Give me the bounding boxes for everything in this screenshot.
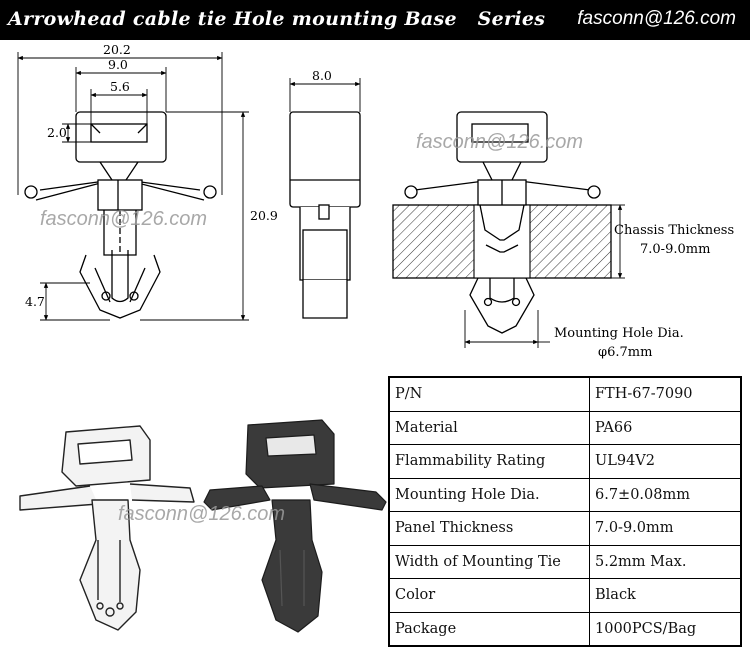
spec-value: UL94V2	[589, 444, 742, 479]
spec-key: Material	[388, 410, 590, 445]
watermark-3: fasconn@126.com	[118, 503, 286, 525]
spec-key: P/N	[388, 376, 590, 412]
spec-value: 5.2mm Max.	[589, 544, 742, 579]
side-dimensions	[289, 78, 361, 112]
spec-key: Mounting Hole Dia.	[388, 477, 590, 512]
label-mounting-hole-value: φ6.7mm	[598, 345, 652, 360]
section-view	[392, 111, 612, 334]
spec-key: Panel Thickness	[388, 511, 590, 546]
table-row: Panel Thickness 7.0-9.0mm	[388, 511, 742, 546]
front-dimensions	[17, 52, 249, 321]
spec-value: 6.7±0.08mm	[589, 477, 742, 512]
spec-value: Black	[589, 578, 742, 613]
table-row: Color Black	[388, 578, 742, 613]
spec-value: FTH-67-7090	[589, 376, 742, 412]
table-row: Flammability Rating UL94V2	[388, 444, 742, 479]
page-title: Arrowhead cable tie Hole mounting Base S…	[8, 8, 546, 30]
photo-black-part	[203, 419, 387, 633]
spec-key: Width of Mounting Tie	[388, 544, 590, 579]
watermark-1: fasconn@126.com	[416, 131, 584, 153]
section-dimensions	[464, 204, 625, 348]
dim-width-total: 20.2	[103, 42, 131, 57]
table-row: P/N FTH-67-7090	[388, 376, 742, 412]
spec-key: Color	[388, 578, 590, 613]
spec-table: P/N FTH-67-7090 Material PA66 Flammabili…	[388, 376, 742, 647]
dim-width-slot-inner: 5.6	[110, 79, 130, 94]
spec-key: Flammability Rating	[388, 444, 590, 479]
label-mounting-hole: Mounting Hole Dia.	[554, 326, 684, 341]
watermark-2: fasconn@126.com	[40, 208, 208, 230]
table-row: Mounting Hole Dia. 6.7±0.08mm	[388, 477, 742, 512]
spec-value: PA66	[589, 410, 742, 445]
photo-white-part	[19, 425, 195, 631]
spec-value: 1000PCS/Bag	[589, 611, 742, 647]
header-email: fasconn@126.com	[577, 8, 736, 29]
dim-slot-height: 2.0	[47, 125, 67, 140]
spec-key: Package	[388, 611, 590, 647]
dim-width-slot-outer: 9.0	[108, 57, 128, 72]
dim-side-width: 8.0	[312, 68, 332, 83]
table-row: Material PA66	[388, 410, 742, 445]
header-bar: Arrowhead cable tie Hole mounting Base S…	[0, 0, 750, 40]
table-row: Package 1000PCS/Bag	[388, 611, 742, 647]
label-chassis-thickness: Chassis Thickness	[614, 223, 734, 238]
dim-tip-height: 4.7	[25, 294, 45, 309]
technical-drawing: 20.2 9.0 5.6 2.0 20.9 4.7 8.0	[17, 42, 734, 633]
table-row: Width of Mounting Tie 5.2mm Max.	[388, 544, 742, 579]
front-view	[24, 111, 217, 319]
dim-total-height: 20.9	[250, 208, 278, 223]
side-view	[289, 111, 361, 319]
label-chassis-thickness-value: 7.0-9.0mm	[640, 242, 710, 257]
spec-value: 7.0-9.0mm	[589, 511, 742, 546]
